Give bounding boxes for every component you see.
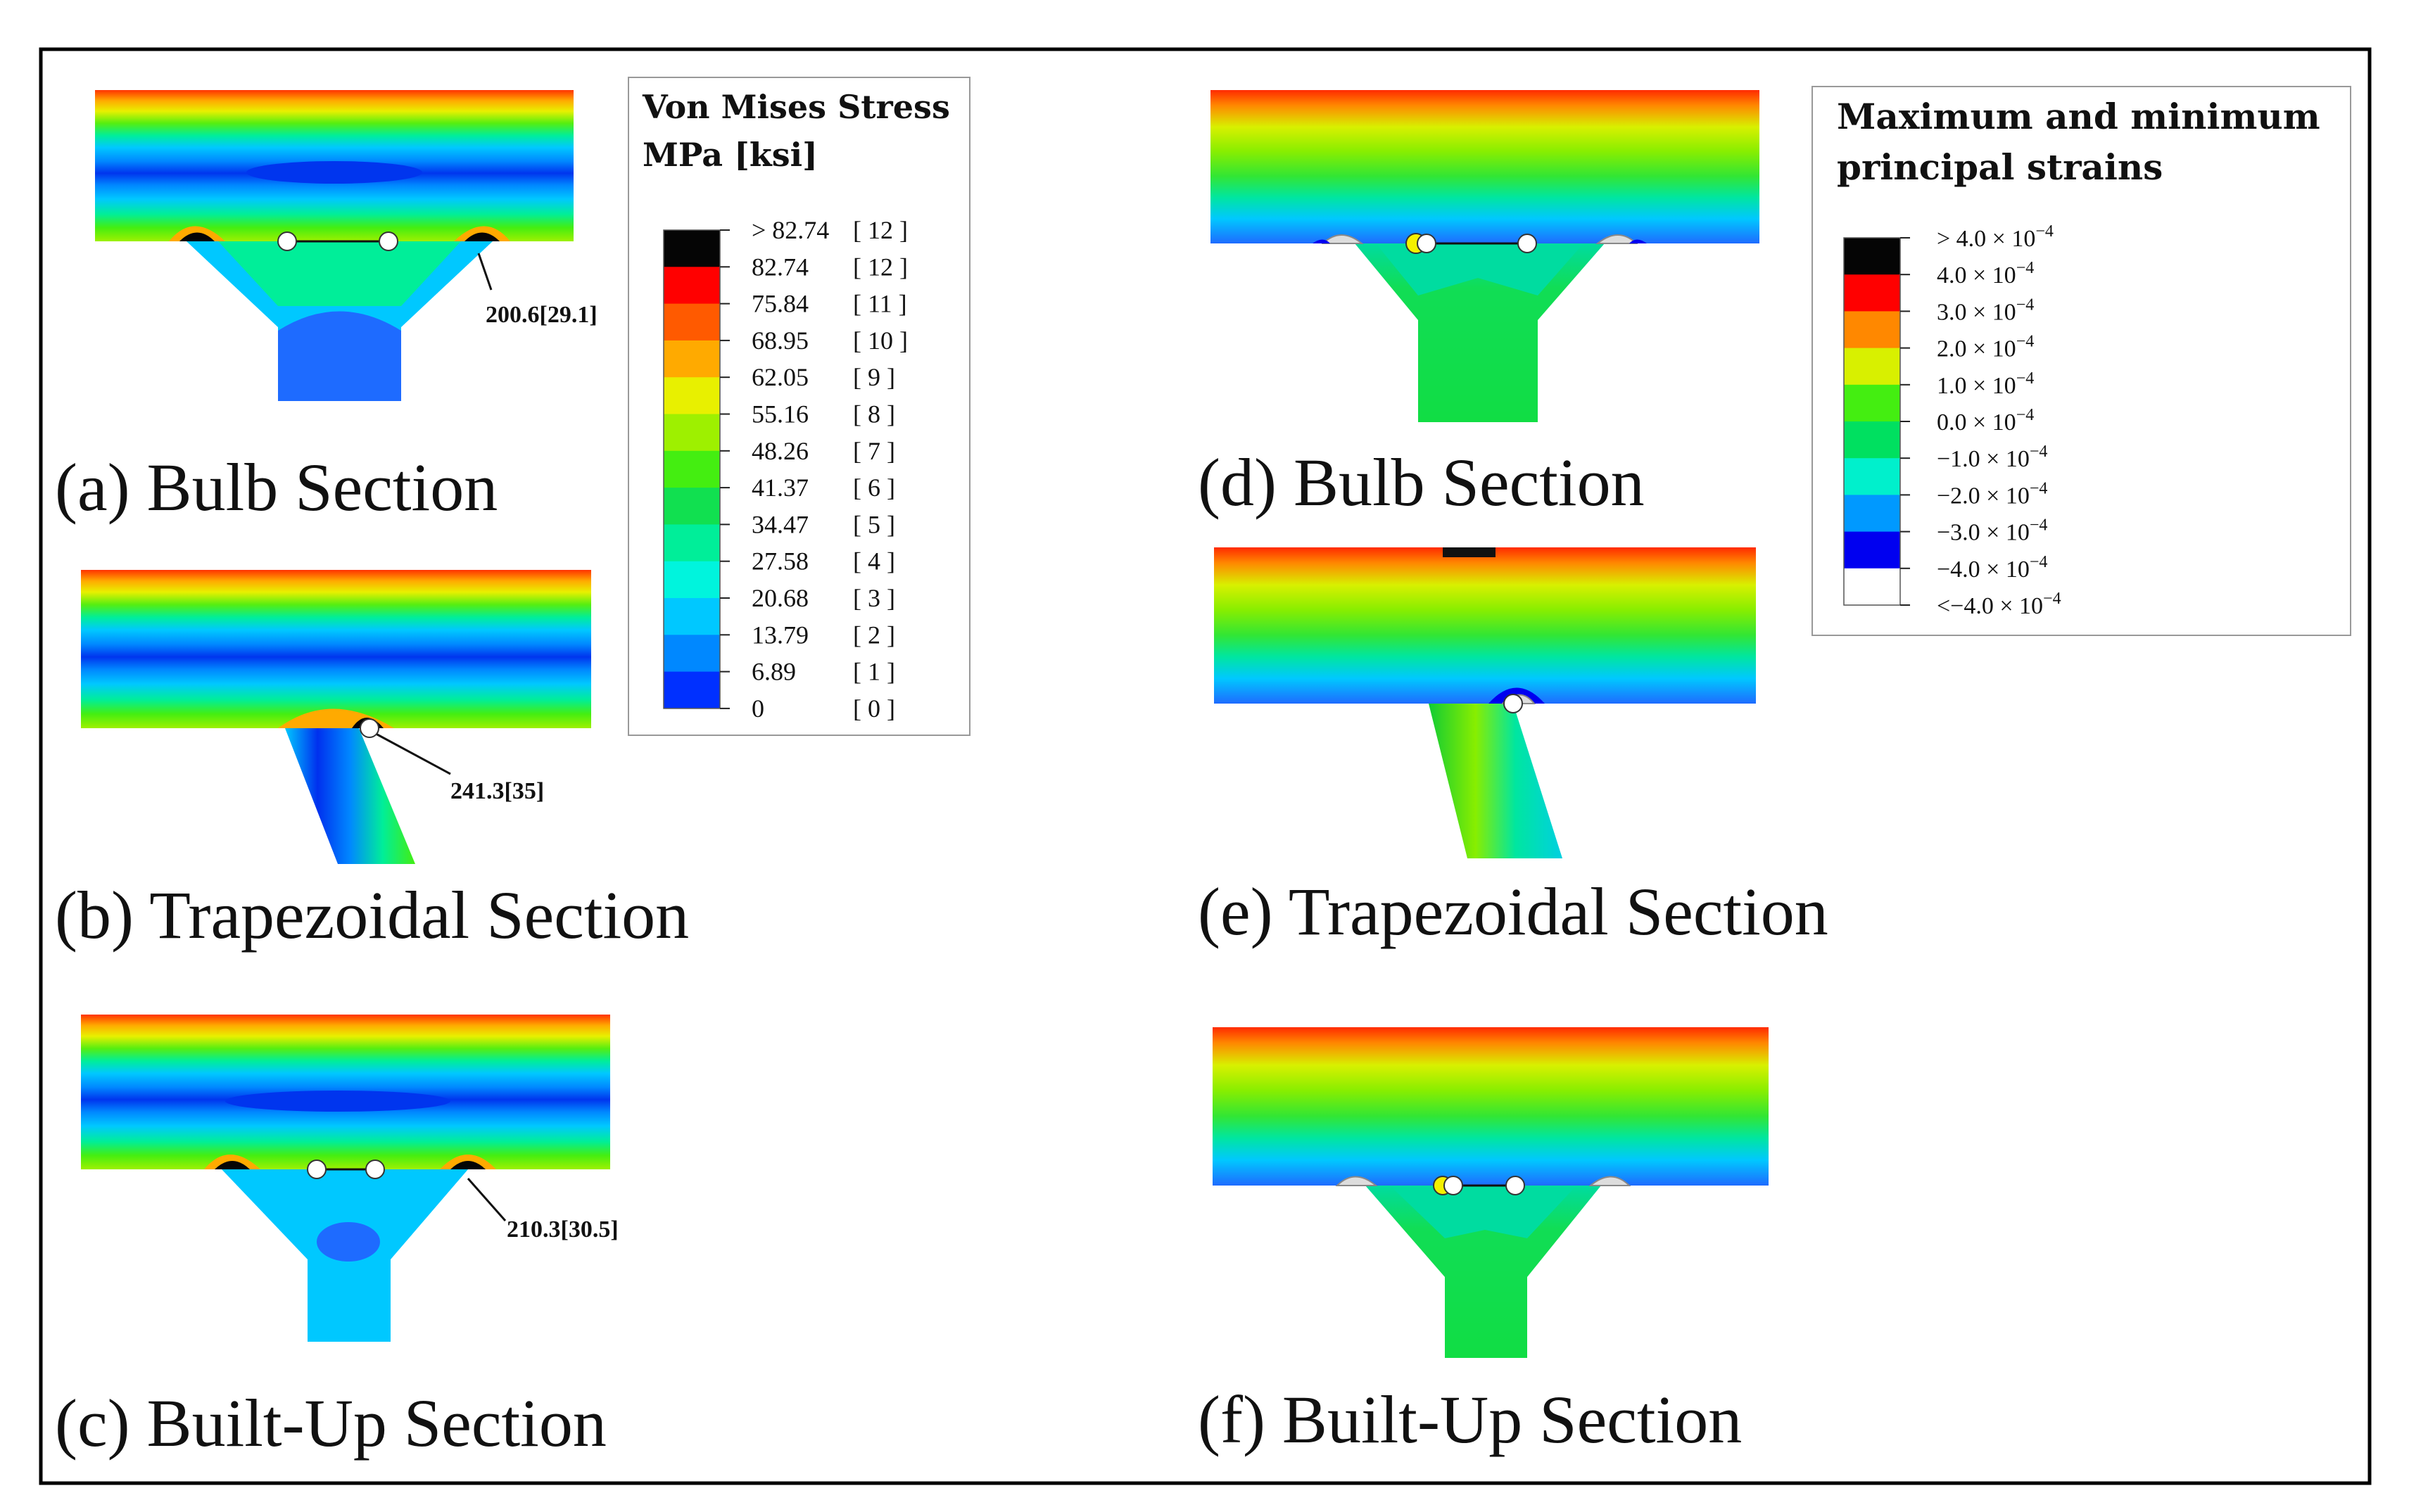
stress-swatch-8: [664, 524, 720, 562]
stress-swatch-9: [664, 561, 720, 599]
caption-a: (a) Bulb Section: [55, 450, 498, 525]
stress-label-0: > 82.74: [752, 216, 829, 244]
stress-label-7: 41.37: [752, 474, 809, 502]
panel-e-trapezoidal-strain-contour: [1214, 547, 1756, 858]
stress-swatch-10: [664, 598, 720, 635]
caption-b: (b) Trapezoidal Section: [55, 877, 689, 953]
stress-label-6: 48.26: [752, 437, 809, 465]
stress-ksi-label-3: [ 10 ]: [853, 326, 908, 355]
strain-label-0: > 4.0 × 10−4: [1937, 222, 2054, 252]
strain-label-8: −3.0 × 10−4: [1937, 516, 2047, 546]
figure-border: [39, 47, 2372, 1485]
stress-swatch-11: [664, 635, 720, 673]
stress-swatch-5: [664, 414, 720, 452]
stress-label-8: 34.47: [752, 510, 809, 538]
stress-label-11: 13.79: [752, 621, 809, 649]
strain-legend-title-line2: principal strains: [1837, 146, 2163, 188]
stress-legend-swatches: [663, 229, 721, 709]
strain-legend-title-line1: Maximum and minimum: [1837, 96, 2320, 137]
panel-b-trapezoidal-stress-contour: [81, 570, 591, 864]
stress-ksi-label-9: [ 4 ]: [853, 547, 895, 576]
strain-label-10: <−4.0 × 10−4: [1937, 590, 2061, 619]
stress-swatch-6: [664, 450, 720, 488]
strain-swatch-5: [1844, 421, 1900, 459]
stress-ksi-label-7: [ 6 ]: [853, 474, 895, 502]
caption-c: (c) Built-Up Section: [55, 1385, 607, 1461]
stress-label-5: 55.16: [752, 400, 809, 428]
stress-swatch-0: [664, 230, 720, 267]
stress-swatch-3: [664, 340, 720, 378]
stress-label-2: 75.84: [752, 290, 809, 318]
stress-label-9: 27.58: [752, 547, 809, 576]
stress-ksi-label-0: [ 12 ]: [853, 216, 908, 244]
stress-swatch-7: [664, 488, 720, 525]
strain-label-7: −2.0 × 10−4: [1937, 479, 2047, 509]
strain-label-6: −1.0 × 10−4: [1937, 443, 2047, 472]
stress-label-10: 20.68: [752, 584, 809, 612]
strain-legend-box: [1812, 86, 2351, 636]
stress-ksi-label-2: [ 11 ]: [853, 290, 907, 318]
panel-d-bulb-strain-contour: [1210, 90, 1759, 422]
caption-d: (d) Bulb Section: [1198, 445, 1645, 520]
stress-label-12: 6.89: [752, 658, 796, 686]
stress-ksi-label-12: [ 1 ]: [853, 658, 895, 686]
strain-label-4: 1.0 × 10−4: [1937, 369, 2034, 399]
strain-swatch-8: [1844, 531, 1900, 569]
stress-swatch-1: [664, 267, 720, 305]
strain-label-9: −4.0 × 10−4: [1937, 553, 2047, 583]
strain-swatch-7: [1844, 495, 1900, 533]
stress-colorbar-outline: [663, 229, 721, 709]
stress-swatch-2: [664, 303, 720, 341]
annotation-b: 241.3[35]: [450, 778, 544, 804]
stress-ksi-label-13: [ 0 ]: [853, 694, 895, 723]
strain-swatch-9: [1844, 568, 1900, 606]
panel-f-builtup-strain-contour: [1213, 1027, 1769, 1358]
stress-label-3: 68.95: [752, 326, 809, 355]
annotation-a: 200.6[29.1]: [486, 302, 597, 328]
stress-ksi-label-8: [ 5 ]: [853, 510, 895, 538]
stress-label-4: 62.05: [752, 363, 809, 391]
stress-legend-title-line1: Von Mises Stress: [642, 88, 950, 126]
strain-swatch-0: [1844, 238, 1900, 275]
caption-f: (f) Built-Up Section: [1198, 1382, 1742, 1457]
strain-swatch-2: [1844, 311, 1900, 349]
strain-legend-labels: > 4.0 × 10−44.0 × 10−43.0 × 10−42.0 × 10…: [1900, 222, 2061, 619]
caption-e: (e) Trapezoidal Section: [1198, 874, 1828, 949]
strain-swatch-3: [1844, 348, 1900, 386]
stress-label-13: 0: [752, 694, 764, 723]
strain-swatch-4: [1844, 384, 1900, 422]
stress-ksi-label-4: [ 9 ]: [853, 363, 895, 391]
stress-legend: Von Mises Stress MPa [ksi] > 82.74 [ 12 ]…: [628, 77, 970, 736]
strain-legend-swatches: [1843, 237, 1901, 606]
panel-a-bulb-stress-contour: [95, 90, 574, 401]
stress-ksi-label-6: [ 7 ]: [853, 437, 895, 465]
stress-swatch-4: [664, 377, 720, 414]
stress-ksi-label-11: [ 2 ]: [853, 621, 895, 649]
stress-label-1: 82.74: [752, 253, 809, 281]
annotation-c: 210.3[30.5]: [507, 1216, 619, 1243]
stress-ksi-label-10: [ 3 ]: [853, 584, 895, 612]
stress-legend-labels: > 82.74 [ 12 ] 82.74 [ 12 ] 75.84 [ 11 ] 68.95…: [720, 216, 908, 723]
stress-swatch-12: [664, 671, 720, 709]
stress-ksi-label-1: [ 12 ]: [853, 253, 908, 281]
stress-ksi-label-5: [ 8 ]: [853, 400, 895, 428]
stress-legend-title-line2: MPa [ksi]: [643, 136, 818, 174]
panel-c-builtup-stress-contour: [81, 1015, 610, 1342]
strain-swatch-1: [1844, 274, 1900, 312]
strain-legend: Maximum and minimum principal strains > …: [1812, 86, 2351, 636]
strain-swatch-6: [1844, 458, 1900, 495]
